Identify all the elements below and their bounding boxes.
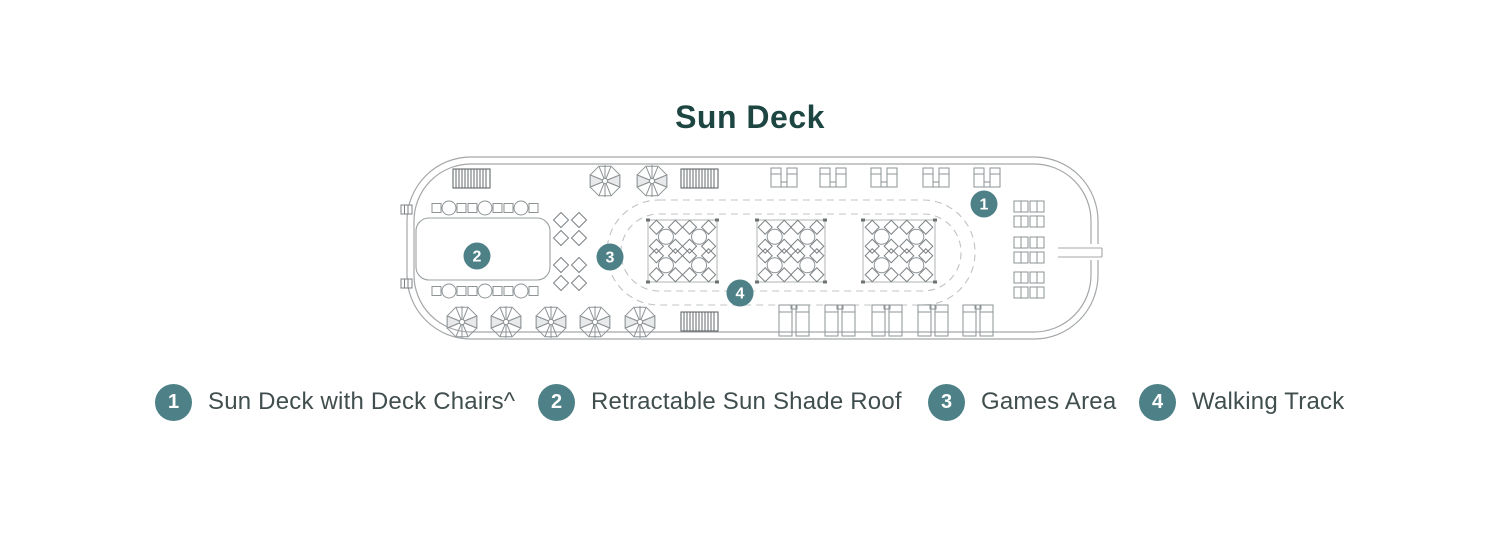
umbrella-icon xyxy=(624,305,656,339)
seating-cluster-icon xyxy=(757,248,792,283)
seating-cluster-icon xyxy=(790,248,825,283)
stairs-icon xyxy=(680,168,719,189)
legend-badge-4: 4 xyxy=(1139,383,1176,421)
corner-tick xyxy=(933,280,937,284)
seating-cluster-icon xyxy=(682,248,717,283)
seating-cluster-icon xyxy=(899,219,934,254)
corner-tick xyxy=(933,218,937,222)
seating-cluster-icon xyxy=(648,219,683,254)
table-with-chairs-icon xyxy=(467,283,503,299)
seating-cluster-icon xyxy=(648,248,683,283)
legend-badge-1: 1 xyxy=(155,383,192,421)
mooring-cleat-icon xyxy=(400,278,413,289)
umbrella-icon xyxy=(490,305,522,339)
lounger-pair-icon xyxy=(962,304,994,337)
stern-lounger-group-icon xyxy=(1013,200,1045,228)
plan-badge-1 xyxy=(970,190,998,218)
games-tables-icon xyxy=(553,257,587,291)
lounger-pair-icon xyxy=(871,304,903,337)
stairs-icon xyxy=(680,311,719,332)
stairs-icon xyxy=(452,168,491,189)
corner-tick xyxy=(823,280,827,284)
plan-badge-number: 1 xyxy=(980,197,989,214)
stern-lounger-group-icon xyxy=(1013,271,1045,299)
legend-item-sun-deck: 1 Sun Deck with Deck Chairs^ xyxy=(155,382,515,422)
corner-tick xyxy=(861,218,865,222)
table-with-chairs-icon xyxy=(431,283,467,299)
seating-cluster-icon xyxy=(899,248,934,283)
corner-tick xyxy=(715,280,719,284)
table-with-chairs-icon xyxy=(431,200,467,216)
corner-tick xyxy=(823,218,827,222)
lounger-pair-icon xyxy=(917,304,949,337)
lounger-pair-icon xyxy=(824,304,856,337)
gangway-notch xyxy=(1058,244,1103,260)
plan-badge-number: 3 xyxy=(606,250,615,267)
deck-chair-pair-icon xyxy=(870,167,898,188)
corner-tick xyxy=(755,218,759,222)
seating-group-outline xyxy=(756,219,826,283)
page-title: Sun Deck xyxy=(675,99,825,135)
corner-tick xyxy=(861,280,865,284)
seating-group-outline xyxy=(862,219,936,283)
legend-item-roof: 2 Retractable Sun Shade Roof xyxy=(538,382,902,422)
deck-chair-pair-icon xyxy=(770,167,798,188)
seating-cluster-icon xyxy=(864,219,899,254)
seating-group-outline xyxy=(647,219,718,283)
legend-item-games: 3 Games Area xyxy=(928,382,1116,422)
umbrella-icon xyxy=(579,305,611,339)
deck-chair-pair-icon xyxy=(922,167,950,188)
seating-cluster-icon xyxy=(864,248,899,283)
seating-cluster-icon xyxy=(682,219,717,254)
legend-item-track: 4 Walking Track xyxy=(1139,382,1344,422)
corner-tick xyxy=(646,218,650,222)
deck-chair-pair-icon xyxy=(973,167,1001,188)
legend-label-3: Games Area xyxy=(981,388,1117,415)
corner-tick xyxy=(715,218,719,222)
stern-lounger-group-icon xyxy=(1013,236,1045,264)
umbrella-icon xyxy=(636,164,668,198)
retractable-roof-outline xyxy=(415,217,551,281)
plan-badge-number: 2 xyxy=(473,249,482,266)
games-tables-icon xyxy=(553,212,587,246)
corner-tick xyxy=(646,280,650,284)
umbrella-icon xyxy=(589,164,621,198)
deck-chair-pair-icon xyxy=(819,167,847,188)
walking-track-outline xyxy=(606,199,976,306)
table-with-chairs-icon xyxy=(467,200,503,216)
umbrella-icon xyxy=(446,305,478,339)
table-with-chairs-icon xyxy=(503,283,539,299)
corner-tick xyxy=(755,280,759,284)
plan-badge-2 xyxy=(463,242,491,270)
plan-badge-4 xyxy=(726,279,754,307)
table-with-chairs-icon xyxy=(503,200,539,216)
lounger-pair-icon xyxy=(778,304,810,337)
legend: 1 Sun Deck with Deck Chairs^ 2 Retractab… xyxy=(0,382,1500,422)
legend-label-4: Walking Track xyxy=(1192,388,1345,415)
legend-label-2: Retractable Sun Shade Roof xyxy=(591,388,902,415)
legend-label-1: Sun Deck with Deck Chairs^ xyxy=(208,388,516,415)
seating-cluster-icon xyxy=(757,219,792,254)
legend-badge-2: 2 xyxy=(538,383,575,421)
mooring-cleat-icon xyxy=(400,204,413,215)
legend-badge-3: 3 xyxy=(928,383,965,421)
umbrella-icon xyxy=(535,305,567,339)
plan-badge-number: 4 xyxy=(736,286,745,303)
seating-cluster-icon xyxy=(790,219,825,254)
plan-badge-3 xyxy=(596,243,624,271)
